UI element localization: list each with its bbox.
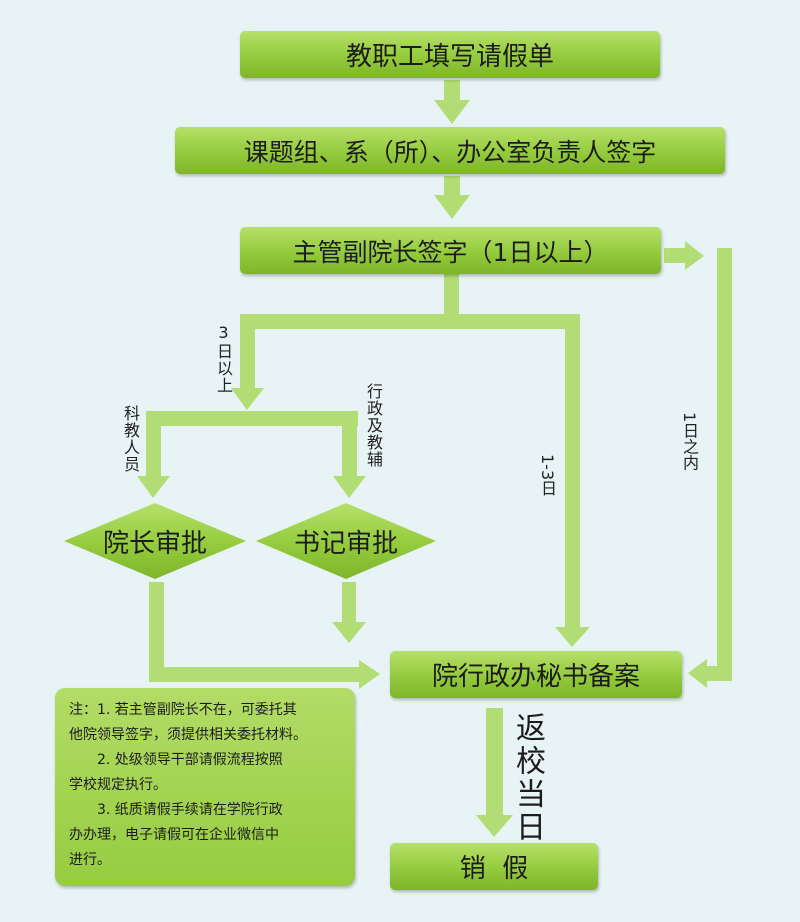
connector-days13-down (565, 314, 580, 630)
note-line-5: 3. 纸质请假手续请在学院行政 (97, 802, 283, 818)
dean-diamond-shape (64, 503, 246, 579)
dean-approval: 院长审批 (64, 520, 246, 562)
note-line-2: 他院领导签字，须提供相关委托材料。 (69, 727, 307, 743)
arrow-step1-step2 (444, 80, 460, 103)
connector-role-bar (146, 411, 358, 426)
arrow-over3-head (231, 388, 264, 410)
connector-step3-down (444, 274, 459, 318)
arrow-admin-head (333, 476, 366, 498)
step-vice-dean-sign-label: 主管副院长签字（1日以上） (292, 237, 609, 267)
office-filing: 院行政办秘书备案 (390, 651, 682, 698)
note-line-4: 学校规定执行。 (69, 777, 167, 793)
note-line-6: 办办理，电子请假可在企业微信中 (69, 827, 279, 843)
label-within-1-day: 1日之内 (680, 412, 699, 471)
connector-within1-right (664, 248, 688, 263)
note-line-7: 进行。 (69, 852, 111, 868)
label-1-3-days: 1-3日 (538, 454, 557, 497)
step-fill-form: 教职工填写请假单 (240, 31, 660, 78)
step-head-sign-label: 课题组、系（所）、办公室负责人签字 (243, 137, 657, 167)
connector-within1-left (705, 666, 732, 681)
label-return-day: 返校当日 (510, 712, 545, 844)
step-head-sign: 课题组、系（所）、办公室负责人签字 (175, 127, 725, 174)
step-fill-form-label: 教职工填写请假单 (345, 42, 554, 72)
close-leave: 销 假 (390, 843, 598, 890)
arrow-days13-head (555, 627, 590, 647)
arrow-research-head (137, 476, 170, 498)
connector-dean-down (149, 582, 164, 682)
connector-dean-right (149, 667, 361, 682)
connector-within1-down (717, 248, 732, 680)
secretary-approval-label: 书记审批 (293, 528, 398, 559)
note-line-1: 注：1. 若主管副院长不在，可委托其 (69, 702, 297, 718)
arrow-step2-step3-head (434, 195, 470, 219)
note-box: 注：1. 若主管副院长不在，可委托其 他院领导签字，须提供相关委托材料。 2. … (55, 688, 355, 886)
arrow-dean-right-head (359, 660, 380, 689)
arrow-within1-right-head (685, 241, 704, 270)
connector-admin-down (342, 411, 357, 479)
step-vice-dean-sign: 主管副院长签字（1日以上） (240, 227, 661, 274)
connector-filing-down (486, 708, 503, 818)
dean-approval-label: 院长审批 (102, 528, 207, 559)
note-line-3: 2. 处级领导干部请假流程按照 (97, 752, 283, 768)
arrow-within1-left-head (688, 659, 707, 688)
label-over-3-days: 3日以上 (214, 323, 233, 394)
connector-split-bar (240, 314, 579, 329)
close-leave-label: 销 假 (459, 854, 529, 884)
arrow-step1-step2-head (434, 100, 470, 124)
label-admin-staff: 行政及教辅 (364, 383, 383, 468)
connector-research-down (146, 411, 161, 479)
secretary-approval: 书记审批 (256, 520, 436, 562)
arrow-filing-head (476, 815, 513, 837)
arrow-secretary-head (332, 622, 366, 643)
connector-secretary-down (342, 582, 356, 624)
secretary-diamond-shape (256, 503, 436, 579)
connector-over3-down (240, 314, 255, 391)
office-filing-label: 院行政办秘书备案 (431, 662, 640, 692)
arrow-step2-step3 (444, 176, 460, 198)
label-research-staff: 科教人员 (121, 405, 140, 473)
